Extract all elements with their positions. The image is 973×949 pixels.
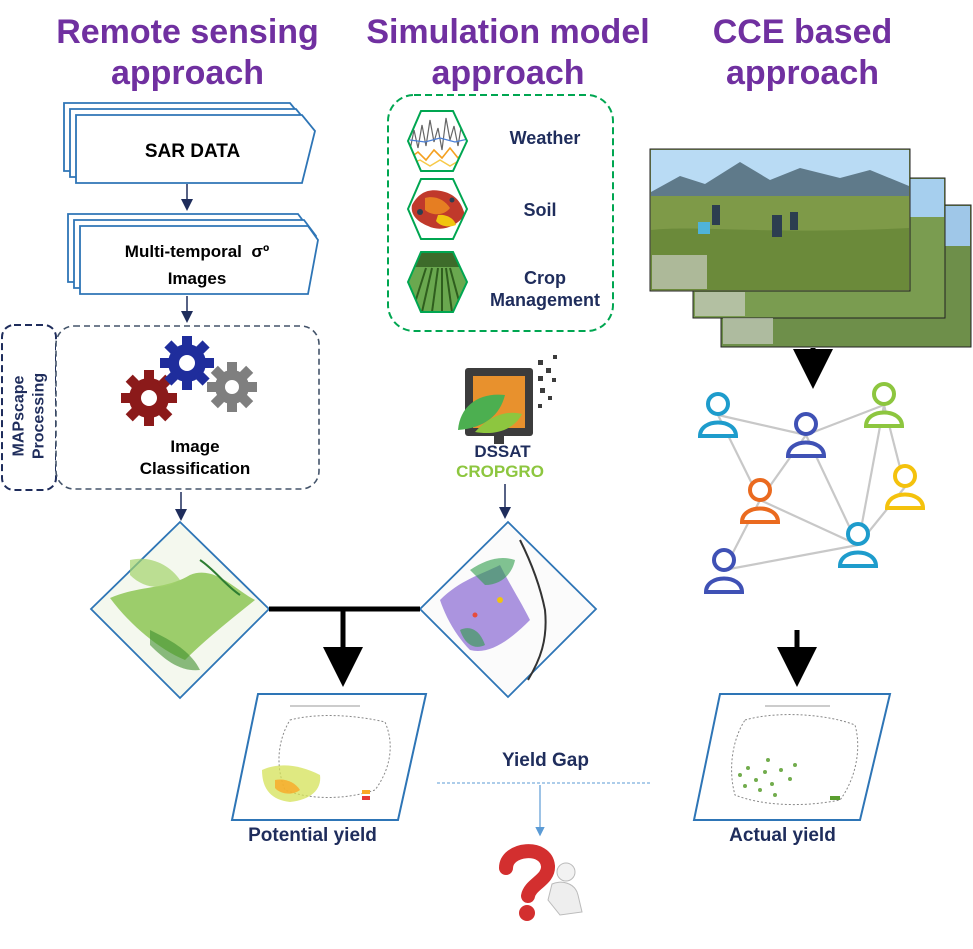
soil-hexagon-icon: [406, 178, 469, 240]
gears-icon: [121, 336, 257, 426]
sar-data-label: SAR DATA: [144, 141, 241, 162]
mapscape-label: MAPscape Processing: [10, 372, 48, 460]
potential-yield-label: Potential yield: [248, 825, 377, 846]
weather-label: Weather: [509, 128, 581, 148]
sar-data-box: [63, 102, 316, 184]
heading-cce: CCE based approach: [712, 13, 893, 92]
cropgro-label: CROPGRO: [456, 462, 544, 481]
mapscape-box: [1, 324, 57, 491]
classification-line2: Classification: [139, 459, 251, 478]
cce-field-photos: [649, 148, 972, 348]
multitemporal-label: Multi-temporal σº Images: [92, 238, 302, 292]
dssat-label: DSSAT: [474, 442, 531, 461]
heading-simulation-model: Simulation model approach: [366, 13, 650, 92]
potential-yield-map: [230, 693, 428, 821]
actual-yield-map: [692, 693, 892, 821]
image-classification-label: Image Classification: [110, 436, 280, 480]
image-classification-box: [55, 325, 320, 490]
actual-yield-label: Actual yield: [729, 825, 836, 846]
question-mark-icon: [499, 844, 583, 921]
multitemporal-label-line1: Multi-temporal σº: [124, 242, 270, 261]
merge-connector: [269, 606, 420, 687]
weather-hexagon-icon: [406, 110, 469, 172]
crop-hexagon-icon: [406, 251, 469, 313]
soil-label: Soil: [523, 200, 557, 220]
multitemporal-label-line2: Images: [167, 269, 227, 288]
simulation-model-map: [418, 520, 598, 699]
crop-management-label: Crop Management: [489, 268, 601, 310]
yield-gap-label: Yield Gap: [502, 750, 589, 771]
dssat-logo-icon: [458, 355, 557, 444]
multitemporal-images-box: [67, 213, 319, 295]
classification-line1: Image: [170, 437, 220, 456]
heading-remote-sensing: Remote sensing approach: [56, 13, 319, 92]
remote-sensing-classified-map: [89, 520, 271, 700]
farmer-network-icon: [697, 382, 926, 594]
